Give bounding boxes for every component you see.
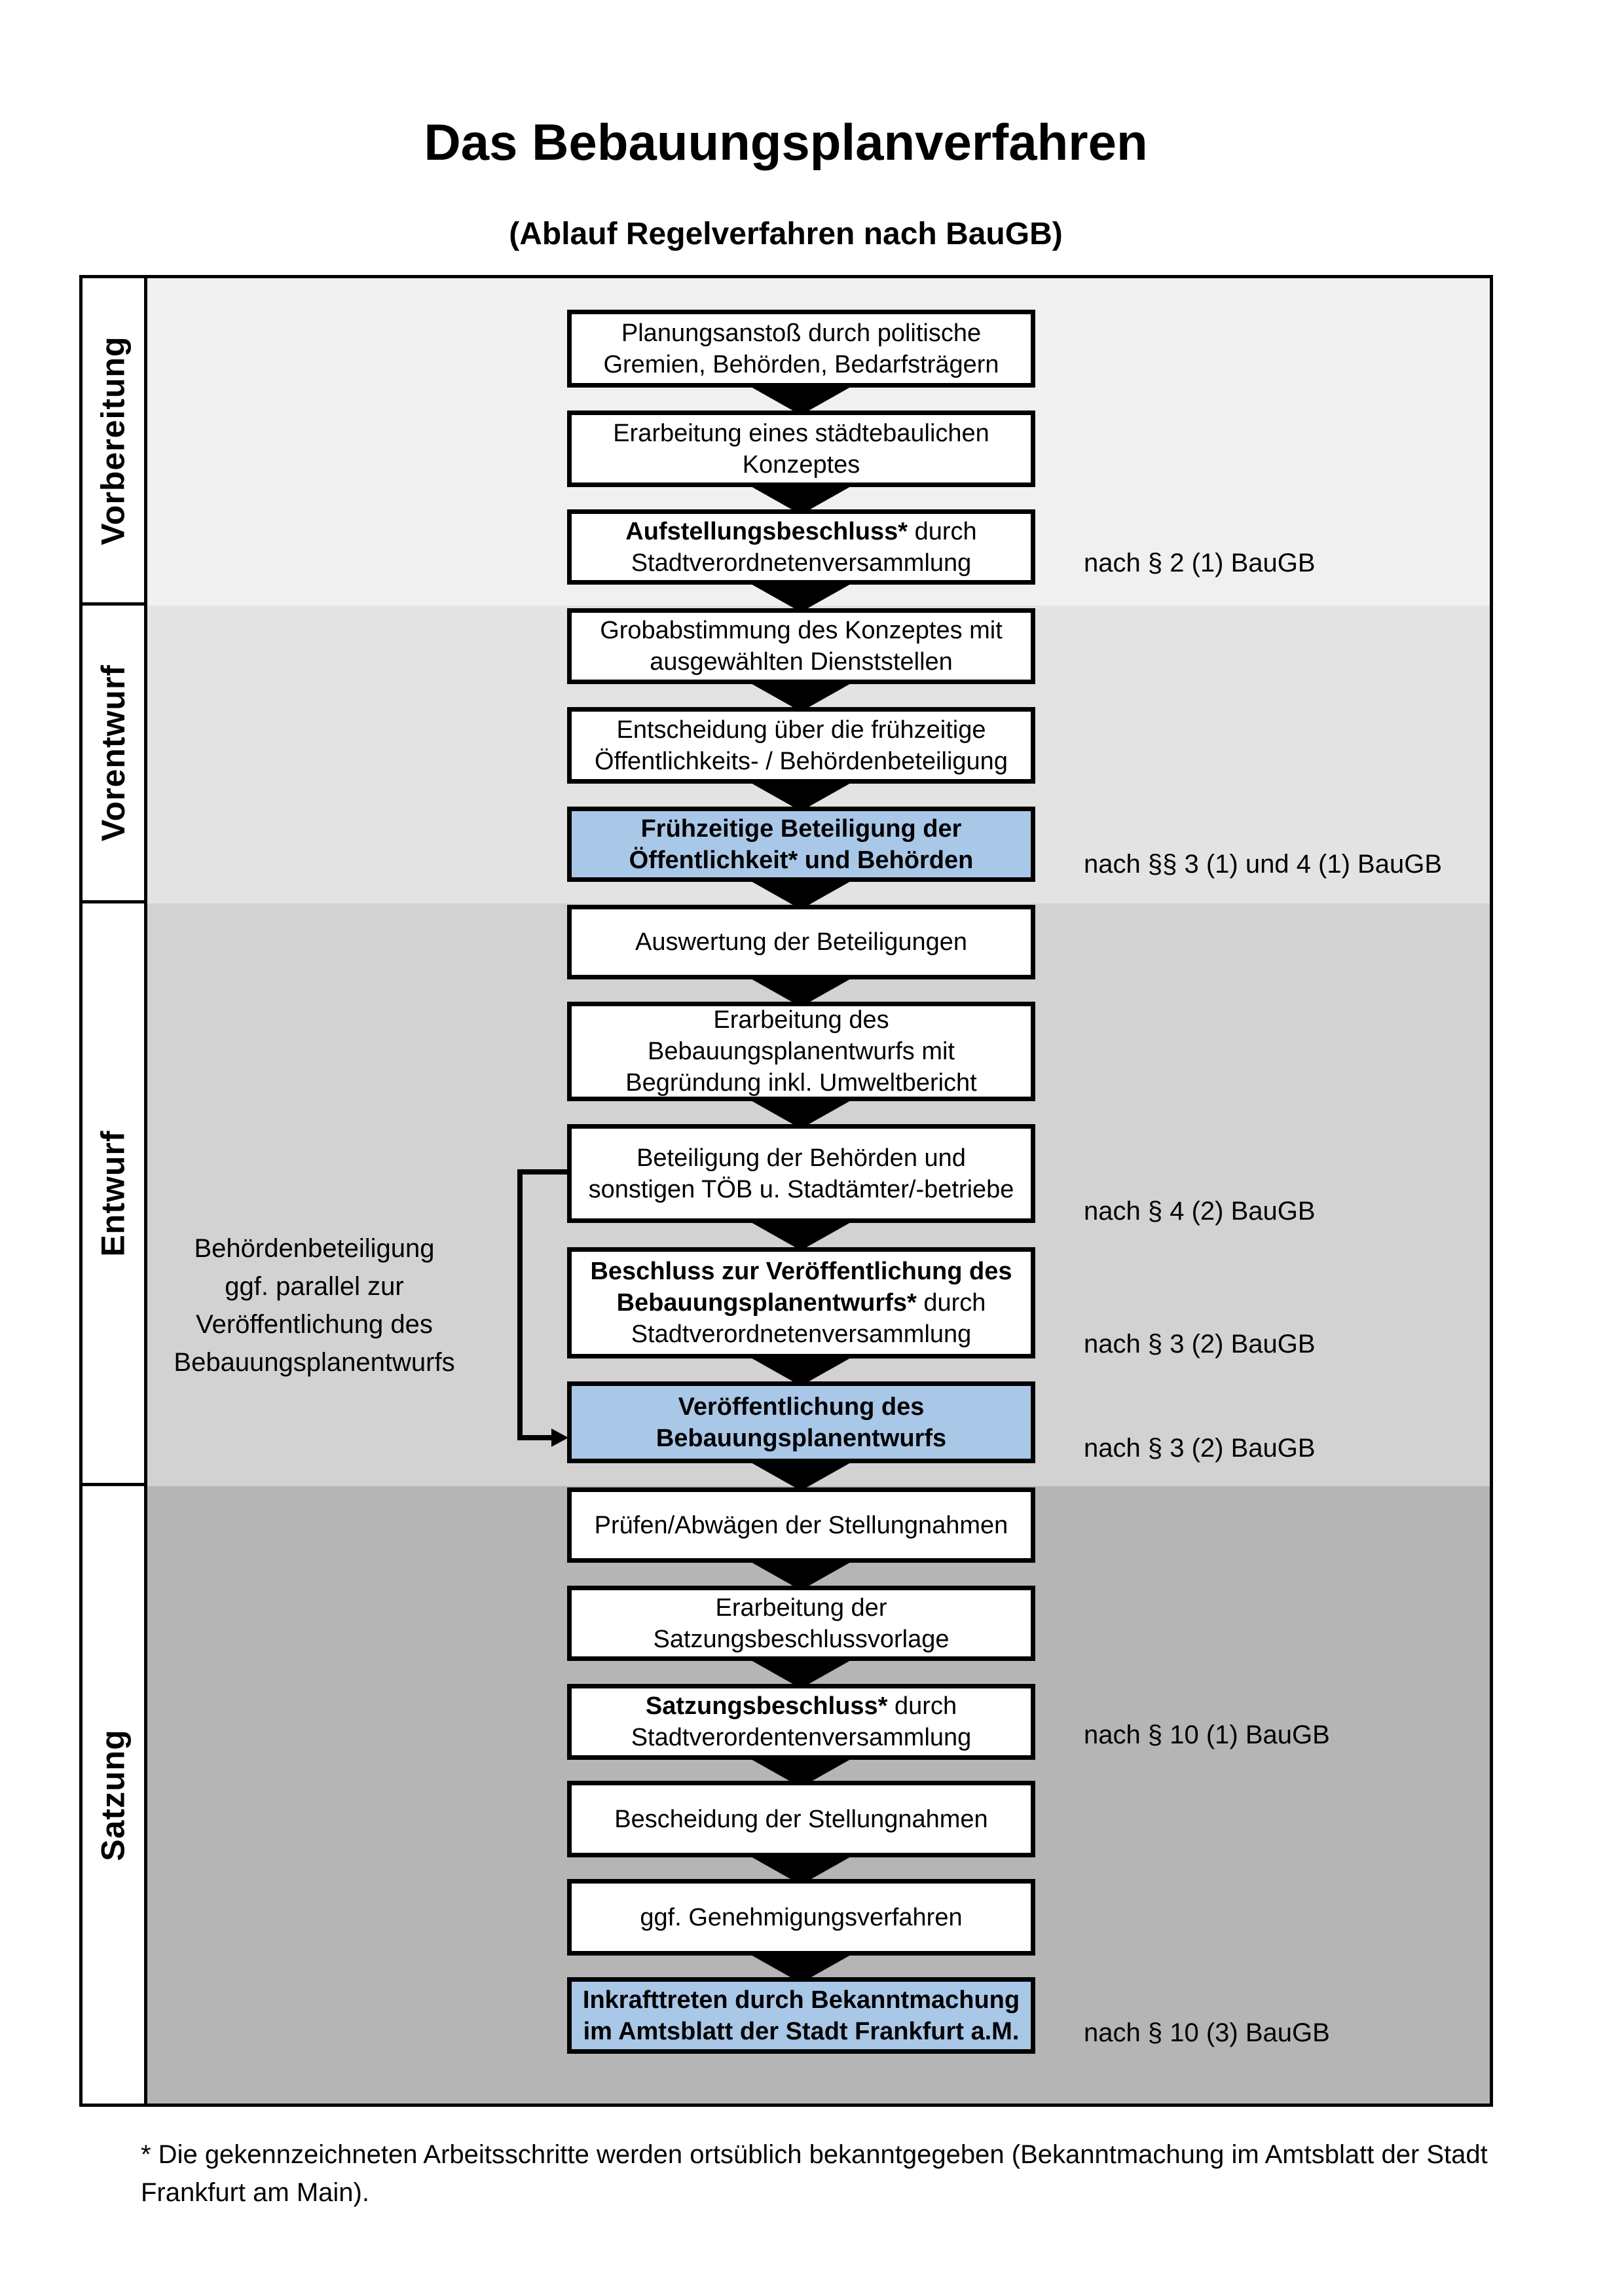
box-veroeffentlichung: Veröffentlichung des Bebauungsplanentwur… [567, 1381, 1035, 1463]
down-arrow-icon [745, 1559, 857, 1590]
phase-label-entwurf: Entwurf [79, 900, 147, 1486]
connector-line [517, 1169, 523, 1440]
right-arrow-icon [551, 1429, 568, 1447]
phase-label-text: Vorbereitung [95, 335, 132, 545]
side-note-line: Veröffentlichung des [196, 1310, 433, 1339]
side-note-line: Bebauungsplanentwurfs [174, 1348, 455, 1377]
legal-ref: nach § 10 (3) BauGB [1084, 2018, 1330, 2047]
down-arrow-icon [745, 1657, 857, 1688]
side-note-line: ggf. parallel zur [225, 1272, 404, 1301]
page-title: Das Bebauungsplanverfahren [424, 113, 1148, 171]
box-behoerdenbeteiligung: Beteiligung der Behörden und sonstigen T… [567, 1124, 1035, 1223]
down-arrow-icon [745, 1219, 857, 1250]
down-arrow-icon [745, 680, 857, 712]
legal-ref: nach § 2 (1) BauGB [1084, 549, 1316, 577]
legal-ref: nach § 4 (2) BauGB [1084, 1197, 1316, 1226]
phase-label-text: Entwurf [95, 1129, 132, 1257]
connector-line [517, 1169, 567, 1175]
box-genehmigungsverfahren: ggf. Genehmigungsverfahren [567, 1879, 1035, 1956]
page-subtitle: (Ablauf Regelverfahren nach BauGB) [509, 217, 1063, 251]
phase-label-text: Satzung [95, 1728, 132, 1861]
down-arrow-icon [745, 878, 857, 909]
box-beschluss-veroeffentlichung: Beschluss zur Veröffentlichung des Bebau… [567, 1247, 1035, 1358]
down-arrow-icon [745, 581, 857, 612]
box-entscheidung-beteiligung: Entscheidung über die frühzeitige Öffent… [567, 707, 1035, 784]
box-bescheidung: Bescheidung der Stellungnahmen [567, 1781, 1035, 1857]
legal-ref: nach §§ 3 (1) und 4 (1) BauGB [1084, 850, 1442, 879]
legal-ref: nach § 10 (1) BauGB [1084, 1721, 1330, 1749]
down-arrow-icon [745, 1097, 857, 1129]
phase-label-vorbereitung: Vorbereitung [79, 275, 147, 606]
down-arrow-icon [745, 780, 857, 811]
side-note-line: Behördenbeteiligung [194, 1234, 435, 1263]
box-auswertung: Auswertung der Beteiligungen [567, 905, 1035, 979]
box-inkrafttreten: Inkrafttreten durch Bekanntmachung im Am… [567, 1977, 1035, 2054]
down-arrow-icon [745, 1355, 857, 1386]
box-aufstellungsbeschluss: Aufstellungsbeschluss* durch Stadtverord… [567, 509, 1035, 585]
box-staedtebauliches-konzept: Erarbeitung eines städtebaulichen Konzep… [567, 410, 1035, 487]
footnote: * Die gekennzeichneten Arbeitsschritte w… [141, 2140, 1488, 2207]
down-arrow-icon [745, 384, 857, 415]
connector-line [517, 1435, 554, 1440]
box-fruehzeitige-beteiligung: Frühzeitige Beteiligung der Öffentlichke… [567, 807, 1035, 882]
box-planungsanstoss: Planungsanstoß durch politische Gremien,… [567, 310, 1035, 388]
phase-label-satzung: Satzung [79, 1483, 147, 2107]
side-note: Behördenbeteiligung ggf. parallel zur Ve… [151, 1230, 478, 1381]
box-satzungsbeschluss: Satzungsbeschluss* durch Stadtverordente… [567, 1684, 1035, 1760]
box-pruefen-abwaegen: Prüfen/Abwägen der Stellungnahmen [567, 1487, 1035, 1563]
phase-label-vorentwurf: Vorentwurf [79, 602, 147, 903]
down-arrow-icon [745, 1459, 857, 1491]
phase-label-text: Vorentwurf [95, 664, 132, 842]
legal-ref: nach § 3 (2) BauGB [1084, 1330, 1316, 1358]
box-satzungsbeschlussvorlage: Erarbeitung der Satzungsbeschlussvorlage [567, 1586, 1035, 1661]
box-erarbeitung-bebauungsplanentwurf: Erarbeitung des Bebauungsplanentwurfs mi… [567, 1002, 1035, 1101]
box-grobabstimmung: Grobabstimmung des Konzeptes mit ausgewä… [567, 608, 1035, 684]
legal-ref: nach § 3 (2) BauGB [1084, 1434, 1316, 1463]
